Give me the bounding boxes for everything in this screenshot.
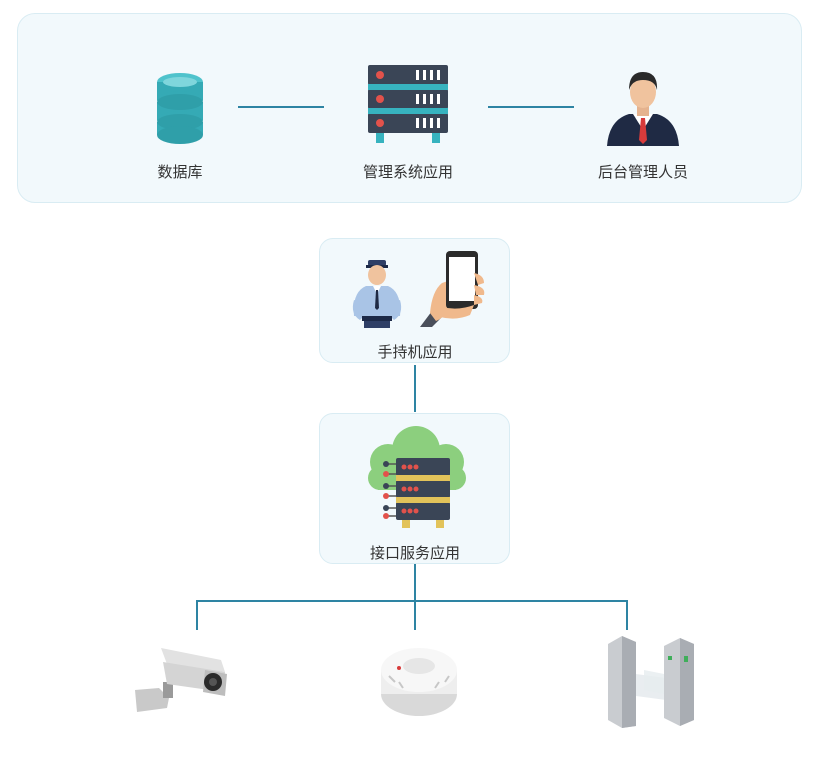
- admin-staff-label: 后台管理人员: [597, 163, 689, 181]
- turnstile-gate-icon: [608, 636, 694, 728]
- handheld-app-label: 手持机应用: [377, 343, 453, 361]
- security-guard-icon: [352, 260, 402, 328]
- businessman-icon: [607, 72, 679, 146]
- smoke-detector-icon: [381, 648, 457, 716]
- interface-service-label: 接口服务应用: [369, 544, 461, 562]
- connector-line: [414, 365, 416, 412]
- phone-in-hand-icon: [420, 251, 485, 327]
- connector-line: [414, 600, 416, 630]
- cloud-server-icon: [368, 426, 466, 528]
- connector-line: [196, 600, 198, 630]
- management-app-label: 管理系统应用: [362, 163, 454, 181]
- connector-line: [414, 564, 416, 602]
- cctv-camera-icon: [135, 648, 227, 712]
- connector-line: [238, 106, 324, 108]
- server-rack-icon: [368, 65, 448, 143]
- connector-line: [196, 600, 628, 602]
- connector-line: [488, 106, 574, 108]
- connector-line: [626, 600, 628, 630]
- database-icon: [157, 73, 203, 144]
- database-label: 数据库: [157, 163, 203, 181]
